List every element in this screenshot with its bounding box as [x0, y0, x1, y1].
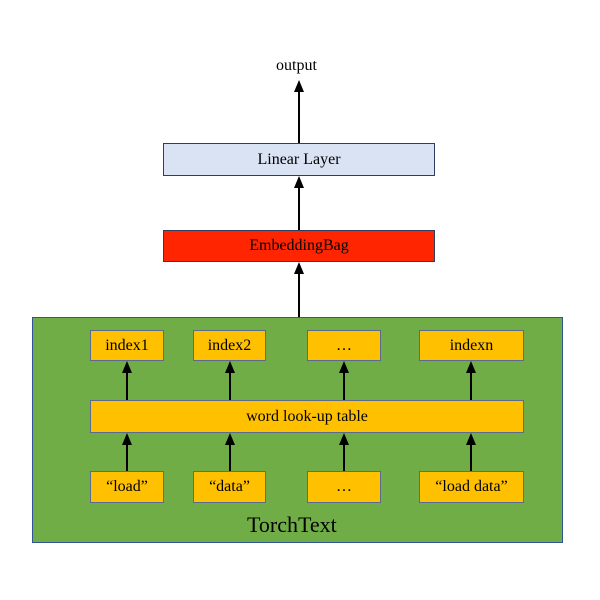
input-box-data: “data”	[193, 471, 266, 503]
arrowhead	[294, 262, 304, 274]
embedding-bag-label: EmbeddingBag	[249, 237, 349, 254]
index-label: …	[336, 336, 352, 354]
linear-layer-box: Linear Layer	[163, 143, 435, 176]
index-box-ellipsis: …	[307, 330, 381, 361]
embedding-bag-box: EmbeddingBag	[163, 230, 435, 262]
output-label: output	[276, 57, 317, 74]
lookup-table-label: word look-up table	[246, 407, 368, 425]
input-label: …	[336, 478, 352, 495]
linear-layer-label: Linear Layer	[257, 150, 341, 168]
arrowhead	[466, 361, 476, 373]
word-lookup-table: word look-up table	[90, 400, 524, 433]
arrowhead	[122, 433, 132, 445]
arrowhead	[294, 80, 304, 92]
index-label: indexn	[449, 336, 494, 354]
arrowhead	[122, 361, 132, 373]
torchtext-label: TorchText	[247, 512, 337, 537]
index-label: index2	[207, 336, 252, 354]
input-box-ellipsis: …	[307, 471, 381, 503]
arrowhead	[294, 176, 304, 188]
arrowhead	[225, 433, 235, 445]
input-label: “data”	[209, 478, 250, 495]
input-box-load-data: “load data”	[419, 471, 524, 503]
input-label: “load”	[106, 478, 148, 495]
arrowhead	[339, 433, 349, 445]
index-box-n: indexn	[419, 330, 524, 361]
input-box-load: “load”	[90, 471, 164, 503]
arrowhead	[225, 361, 235, 373]
input-label: “load data”	[435, 478, 508, 495]
arrowhead	[339, 361, 349, 373]
index-label: index1	[105, 336, 149, 354]
index-box-1: index1	[90, 330, 164, 361]
index-box-2: index2	[193, 330, 266, 361]
arrowhead	[466, 433, 476, 445]
